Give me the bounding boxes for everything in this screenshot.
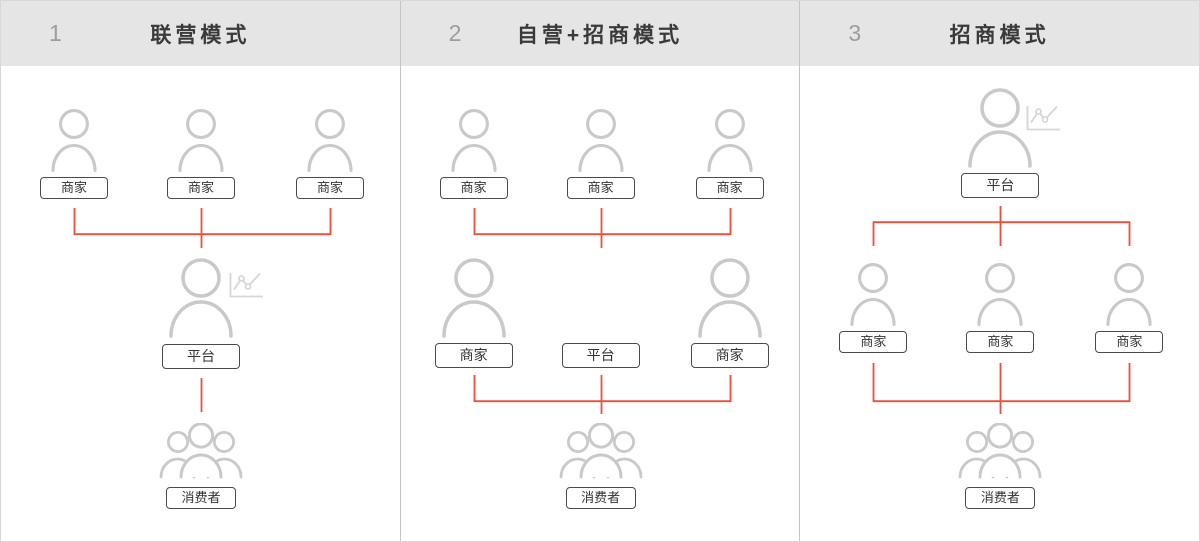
panel-2-number: 2 (448, 20, 462, 46)
platform-label: 平台 (162, 344, 240, 369)
platform-label: 平台 (561, 343, 640, 368)
panel-joint-operation: 1 联营模式 商家 商家 商家 平台 消费者 (1, 1, 401, 541)
consumer-label: 消费者 (565, 487, 636, 509)
merchant-label: 商家 (434, 343, 513, 368)
panel-self-plus-merchant: 2 自营+招商模式 商家 商家 商家 商家 平台 商家 消费者 (400, 1, 801, 541)
person-icon (168, 258, 234, 338)
person-icon (178, 109, 224, 172)
merchant-label: 商家 (695, 177, 764, 199)
line-chart-icon (227, 268, 265, 300)
merchant-label: 商家 (296, 177, 364, 199)
merchant-label: 商家 (167, 177, 235, 199)
panel-3-header: 3 招商模式 (800, 1, 1199, 66)
merchant-label: 商家 (40, 177, 108, 199)
person-icon (697, 258, 763, 338)
panel-3-title: 招商模式 (949, 23, 1050, 47)
panel-merchant-recruit: 3 招商模式 平台 商家 商家 商家 消费者 (800, 1, 1199, 541)
person-icon (707, 109, 753, 172)
person-icon (850, 263, 896, 326)
person-icon (51, 109, 97, 172)
panel-2-title: 自营+招商模式 (516, 23, 684, 47)
panel-1-title: 联营模式 (150, 23, 251, 47)
merchant-label: 商家 (439, 177, 508, 199)
panel-1-header: 1 联营模式 (1, 1, 400, 66)
line-chart-icon (1024, 101, 1062, 133)
person-icon (578, 109, 624, 172)
people-group-icon (157, 423, 245, 479)
merchant-label: 商家 (839, 331, 908, 353)
merchant-label: 商家 (690, 343, 769, 368)
person-icon (451, 109, 497, 172)
merchant-label: 商家 (1095, 331, 1164, 353)
consumer-label: 消费者 (965, 487, 1036, 509)
merchant-label: 商家 (566, 177, 635, 199)
person-icon (441, 258, 507, 338)
merchant-label: 商家 (966, 331, 1035, 353)
person-icon (307, 109, 353, 172)
person-icon (1106, 263, 1152, 326)
people-group-icon (557, 423, 645, 479)
person-icon (977, 263, 1023, 326)
consumer-label: 消费者 (166, 487, 236, 509)
platform-label: 平台 (961, 173, 1040, 198)
panel-2-header: 2 自营+招商模式 (400, 1, 800, 66)
people-group-icon (956, 423, 1044, 479)
panel-1-number: 1 (49, 20, 62, 46)
panel-3-number: 3 (848, 20, 862, 46)
